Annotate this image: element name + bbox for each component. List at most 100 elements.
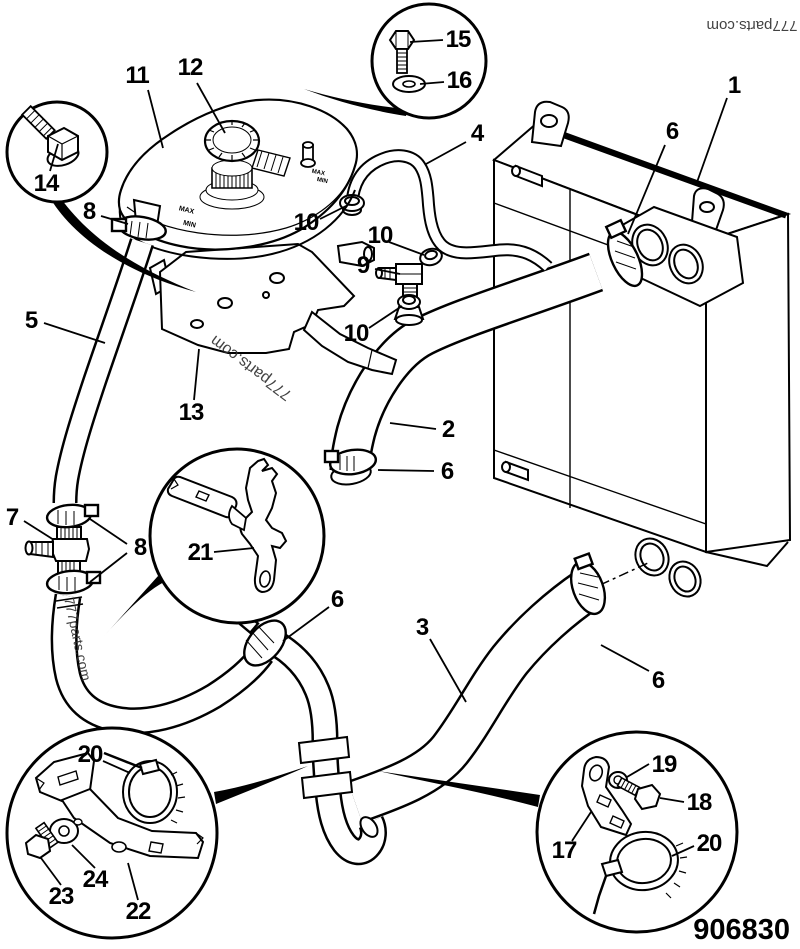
radiator — [492, 100, 792, 598]
callout-11: 11 — [125, 62, 149, 89]
cap-knurl-lines — [215, 168, 249, 188]
callout-13: 13 — [178, 399, 205, 426]
tank-marking-min: MIN — [182, 220, 196, 230]
valve-nipple-rings — [35, 542, 49, 556]
valve-knurl-bottom-lines — [61, 561, 75, 573]
clamp-6b-band — [328, 448, 378, 476]
return-hose — [56, 596, 262, 721]
sleeve-band-2 — [300, 770, 354, 800]
leader-line-13 — [193, 348, 200, 401]
inset-bolt-14 — [5, 100, 109, 204]
clamp-6b-screw — [323, 449, 340, 464]
tank-marking-max: MAX — [311, 169, 325, 178]
callout-6: 6 — [440, 458, 454, 485]
callout-7: 7 — [5, 504, 19, 531]
plate-13-hole-2 — [217, 297, 233, 309]
leader-line-10 — [388, 241, 425, 256]
callout-6: 6 — [665, 118, 679, 145]
cable-tie-20-bl — [103, 751, 186, 824]
clamp-8b-hatch — [58, 576, 76, 591]
plate-13-arm-bend — [367, 349, 373, 369]
tank-vent-nipple — [300, 141, 316, 168]
leader-line-3 — [429, 638, 467, 703]
hose-5-body — [65, 242, 142, 503]
junction-tube — [272, 641, 381, 852]
washer-24-small — [73, 818, 83, 826]
grommet-10c — [393, 294, 425, 326]
bracket-22-body — [60, 787, 205, 860]
plate-13-hole-4 — [262, 291, 270, 299]
callout-21: 21 — [187, 539, 214, 566]
hose-clamp-8b — [45, 569, 102, 595]
tie-20-br-serrations — [665, 842, 688, 899]
bleed-elbow-9 — [375, 263, 423, 299]
callout-8: 8 — [133, 534, 147, 561]
inset-bracket-22 — [5, 726, 219, 940]
tie-20-bl-tail — [103, 751, 143, 770]
leader-line-22 — [127, 862, 139, 901]
clamp-6c-hatch — [245, 625, 275, 659]
leader-line-16 — [419, 81, 445, 85]
clamp-8t-hatch — [129, 220, 149, 239]
bracket-17-hole — [588, 764, 604, 782]
radiator-bottom-port-2-inner — [673, 565, 697, 593]
sleeve-band-1 — [297, 735, 351, 765]
tie-20-bl-head — [138, 758, 161, 776]
callout-4: 4 — [470, 120, 484, 147]
radiator-tab-hole-right — [699, 201, 715, 213]
plate-13-hole-1 — [269, 272, 285, 284]
inset-circle-15 — [370, 2, 488, 120]
clamp-8a-screw — [83, 503, 100, 518]
junction-tube-end — [359, 816, 379, 838]
leader-line-20 — [102, 760, 131, 774]
tank-rib-lines — [256, 150, 284, 174]
leader-line-4 — [425, 141, 467, 165]
bolt-15-head — [388, 30, 416, 50]
elbow-9-barb-rings — [384, 268, 391, 279]
bracket-17-slot-2 — [609, 815, 625, 829]
callout-6: 6 — [651, 667, 665, 694]
leader-line-10 — [368, 305, 403, 329]
leader-line-7 — [23, 520, 55, 541]
bracket-22-tab-slot — [57, 770, 79, 786]
plate-13-arm — [302, 310, 398, 376]
inset-circle-21 — [148, 447, 326, 625]
callout-20: 20 — [696, 830, 723, 857]
plate-13-hole-3 — [190, 319, 204, 329]
leader-line-6 — [377, 469, 435, 472]
wedge-from-inset-21 — [104, 576, 164, 636]
return-hose-end-bands — [55, 596, 84, 609]
leader-line-23 — [40, 857, 62, 886]
bolt-15-head-facets — [395, 31, 409, 49]
hose-clamp-6d — [569, 552, 607, 616]
pointer-wedges — [49, 89, 540, 807]
leader-line-15 — [409, 39, 444, 43]
bracket-22-tab-notch — [35, 777, 45, 791]
washer-24-hole — [58, 825, 70, 837]
leader-line-6 — [627, 144, 666, 235]
grommet-10b-inner — [424, 249, 438, 261]
hose-3-body — [355, 589, 588, 802]
radiator-nipple-cap-top — [511, 165, 521, 177]
callout-12: 12 — [177, 54, 204, 81]
clamp-6a-screw — [604, 218, 628, 240]
bolt-18-head — [633, 783, 662, 811]
vent-nipple-base — [300, 158, 316, 168]
callout-2: 2 — [441, 416, 455, 443]
part-number: 906830 — [693, 914, 790, 946]
leader-line-2 — [389, 422, 437, 430]
drain-valve-7 — [24, 526, 91, 574]
hose-clamp-8t — [110, 215, 167, 241]
cap-neck — [211, 159, 253, 177]
grommet-10c-inner — [402, 295, 416, 305]
clamp-8a-hatch — [57, 510, 75, 525]
callout-17: 17 — [551, 837, 578, 864]
expansion-tank-11 — [117, 98, 358, 260]
bolt-15-threads — [397, 52, 407, 70]
radiator-tab-hole-left — [540, 114, 558, 128]
callout-20: 20 — [77, 741, 104, 768]
bracket-21-strap-notch — [170, 478, 179, 490]
leader-line-1 — [695, 97, 728, 186]
assembly-axis-dash-line — [599, 562, 649, 586]
